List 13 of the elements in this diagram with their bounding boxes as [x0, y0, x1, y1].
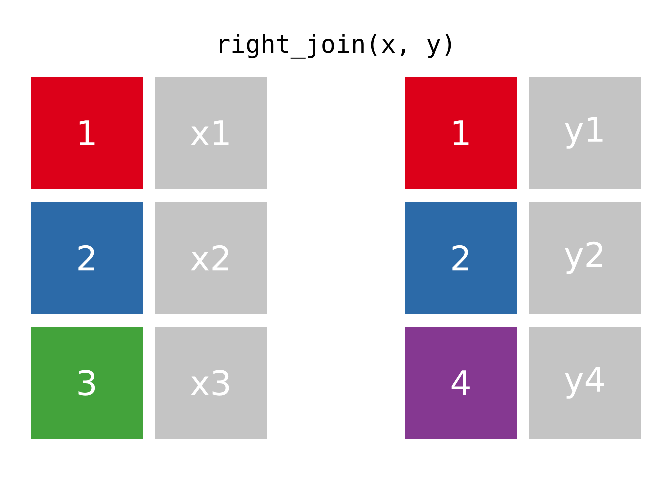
- value-cell: y2: [529, 202, 641, 314]
- value-cell: y1: [529, 77, 641, 189]
- key-cell: 3: [31, 327, 143, 439]
- title: right_join(x, y): [220, 34, 452, 59]
- value-cell: y4: [529, 327, 641, 439]
- key-cell: 2: [405, 202, 517, 314]
- key-cell: 1: [31, 77, 143, 189]
- key-cell: 4: [405, 327, 517, 439]
- value-cell: x1: [155, 77, 267, 189]
- key-cell: 2: [31, 202, 143, 314]
- key-cell: 1: [405, 77, 517, 189]
- value-cell: x3: [155, 327, 267, 439]
- value-cell: x2: [155, 202, 267, 314]
